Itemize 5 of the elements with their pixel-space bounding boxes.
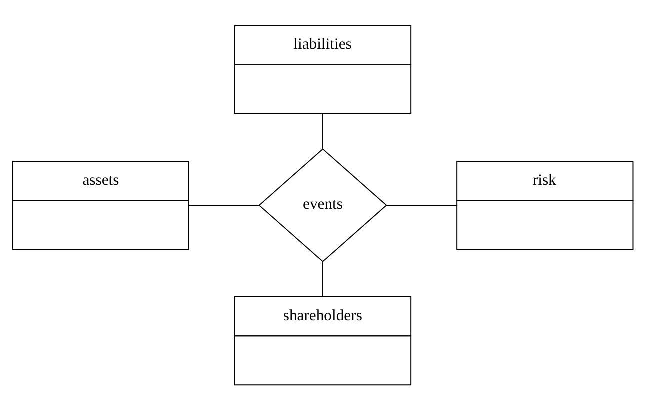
- connector: [386, 204, 458, 206]
- connector: [322, 113, 324, 150]
- connector: [322, 260, 324, 297]
- node-diamond: events: [258, 148, 388, 262]
- connector: [188, 204, 260, 206]
